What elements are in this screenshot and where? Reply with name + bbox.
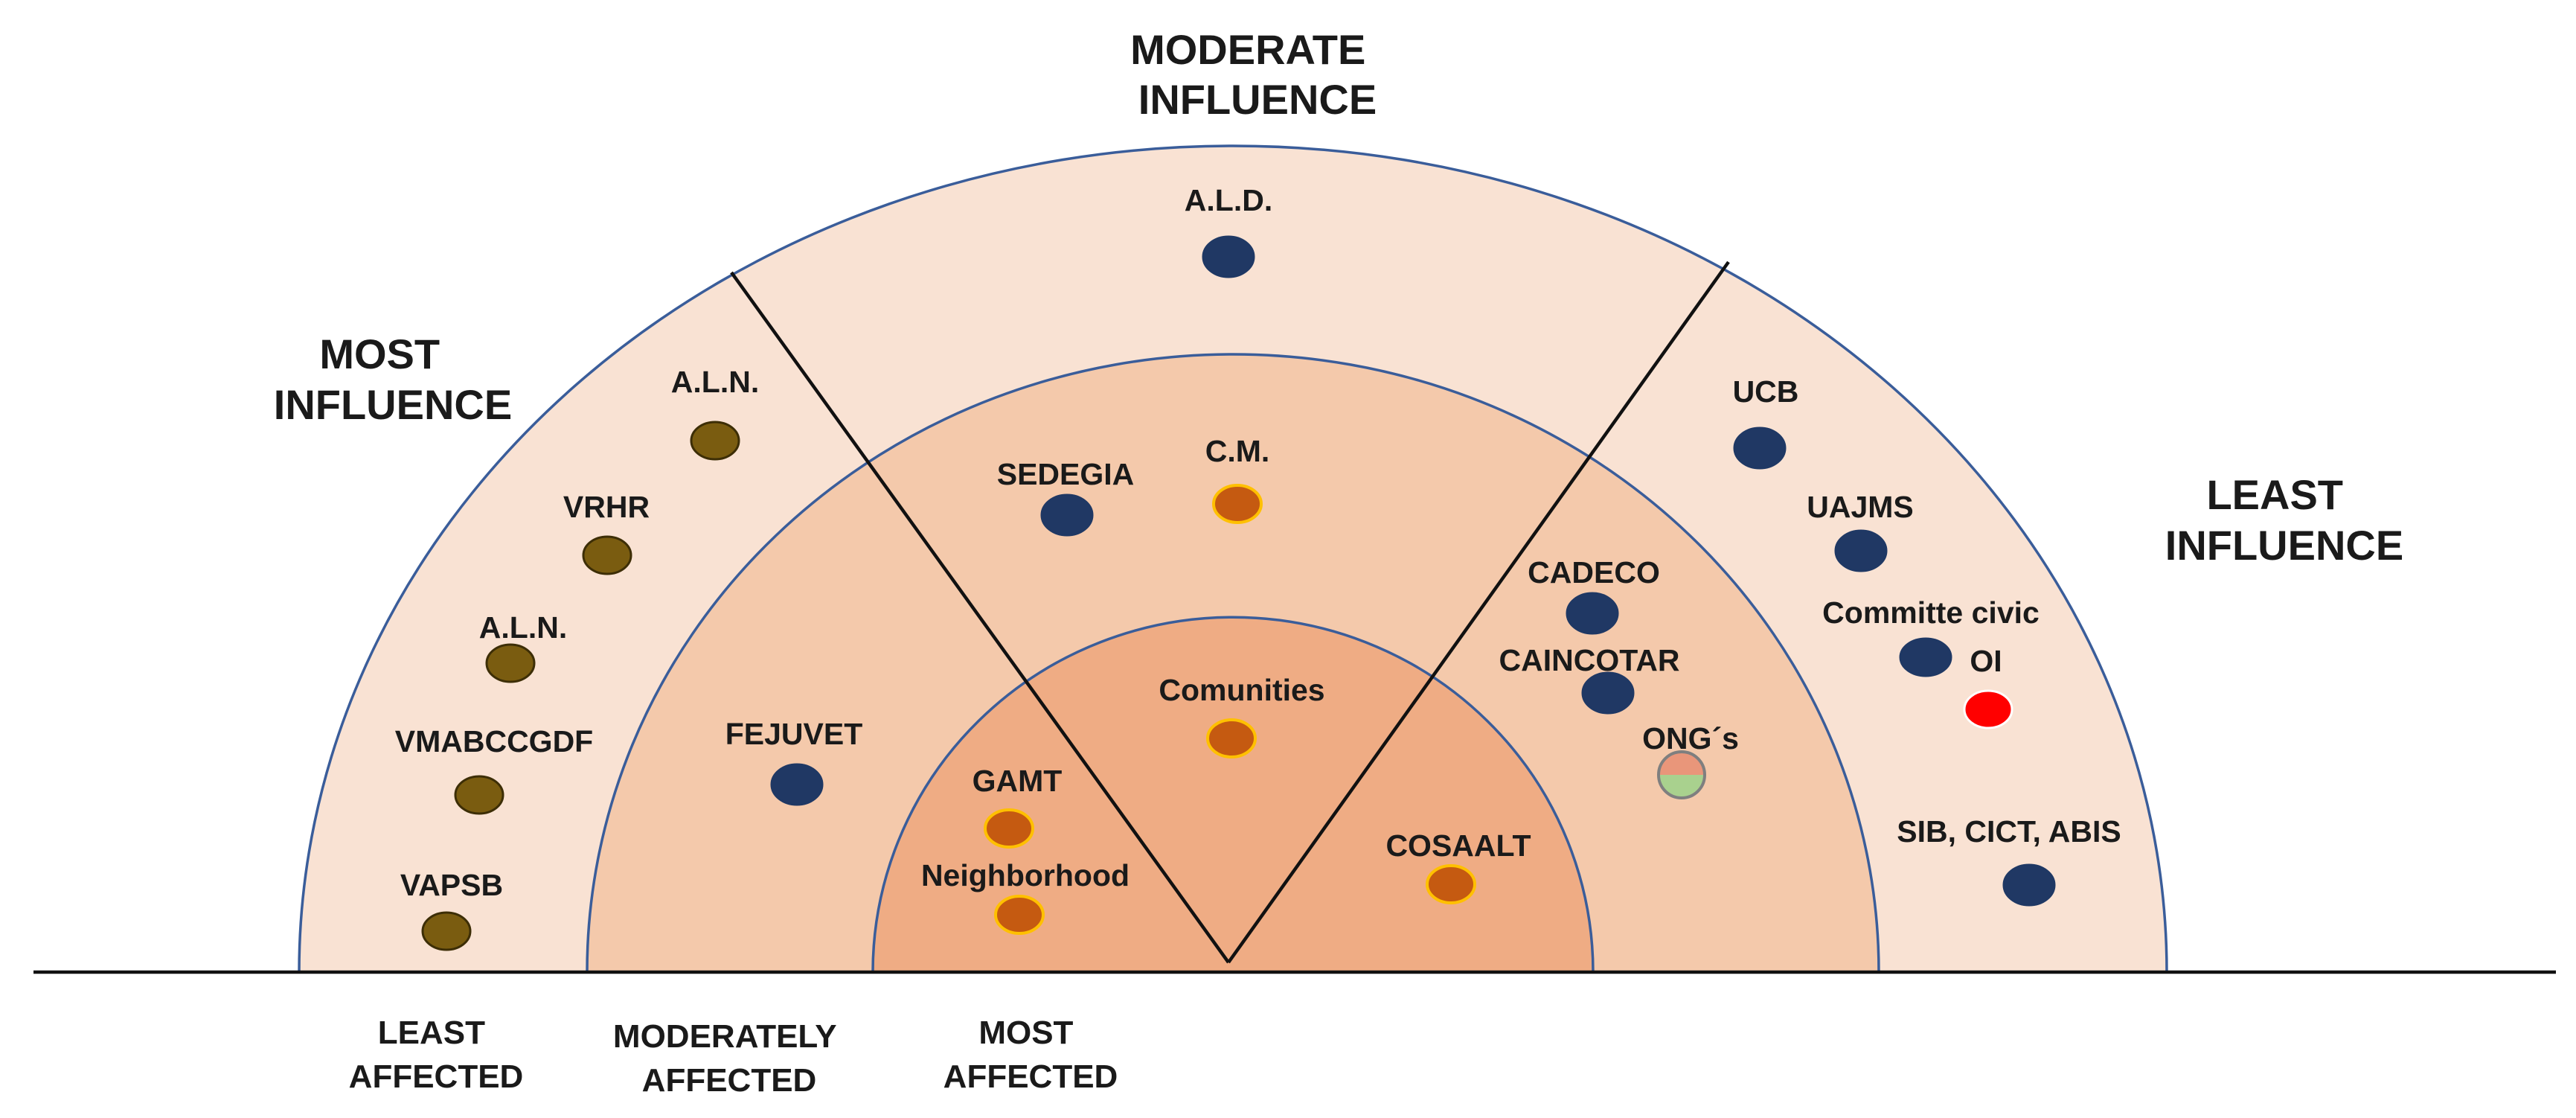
stakeholder-marker-aln-mid — [485, 643, 536, 683]
stakeholder-label-cosaalt: COSAALT — [1385, 828, 1531, 863]
stakeholder-label-gamt: GAMT — [973, 764, 1063, 798]
stakeholder-label-cadeco: CADECO — [1528, 555, 1660, 590]
stakeholder-label-aln-mid: A.L.N. — [479, 610, 567, 645]
stakeholder-label-committe-civic: Committe civic — [1822, 595, 2040, 630]
stakeholder-marker-oi — [1963, 689, 2013, 729]
stakeholder-marker-ald — [1202, 235, 1255, 278]
stakeholder-marker-uajms — [1834, 529, 1888, 572]
stakeholder-marker-vrhr — [582, 535, 632, 575]
stakeholder-label-oi: OI — [1970, 644, 2002, 678]
stakeholder-label-vrhr: VRHR — [563, 490, 650, 524]
axis-label-most-affected: MOST AFFECTED — [943, 1015, 1118, 1095]
stakeholder-label-sedegia: SEDEGIA — [997, 457, 1135, 491]
stakeholder-marker-neighborhood — [994, 895, 1045, 935]
stakeholder-label-ucb: UCB — [1733, 374, 1799, 409]
stakeholder-marker-gamt — [984, 808, 1034, 849]
stakeholder-label-ongs: ONG´s — [1642, 721, 1739, 756]
stakeholder-label-vapsb: VAPSB — [400, 868, 503, 902]
axis-label-least-affected: LEAST AFFECTED — [349, 1015, 524, 1095]
stakeholder-marker-committe-civic — [1899, 637, 1952, 677]
stakeholder-marker-comunities — [1206, 718, 1257, 758]
stakeholder-label-ald: A.L.D. — [1185, 183, 1272, 217]
stakeholder-label-neighborhood: Neighborhood — [921, 858, 1130, 892]
stakeholder-marker-aln-top — [690, 421, 740, 461]
stakeholder-label-comunities: Comunities — [1159, 673, 1324, 707]
stakeholder-label-aln-top: A.L.N. — [671, 365, 759, 399]
zone-label-most-influence: MOST INFLUENCE — [274, 330, 512, 428]
stakeholder-label-fejuvet: FEJUVET — [725, 717, 863, 751]
zone-label-least-influence: LEAST INFLUENCE — [2165, 471, 2403, 569]
stakeholder-label-cm: C.M. — [1205, 434, 1270, 468]
stakeholder-label-sib-cict-abis: SIB, CICT, ABIS — [1897, 814, 2121, 849]
stakeholder-label-vmabccgdf: VMABCCGDF — [395, 724, 593, 758]
stakeholder-label-uajms: UAJMS — [1807, 490, 1914, 524]
divider-left — [730, 271, 1230, 964]
stakeholder-marker-ucb — [1733, 427, 1787, 470]
stakeholder-marker-vmabccgdf — [454, 775, 504, 815]
stakeholder-marker-cosaalt — [1426, 864, 1476, 904]
axis-label-moderately-affected: MODERATELY AFFECTED — [613, 1018, 845, 1099]
stakeholder-marker-fejuvet — [770, 763, 824, 806]
stakeholder-marker-caincotar — [1581, 671, 1635, 715]
stakeholder-marker-cm — [1212, 484, 1263, 524]
stakeholder-marker-sedegia — [1040, 493, 1094, 537]
stakeholder-marker-cadeco — [1566, 592, 1619, 635]
stakeholder-label-caincotar: CAINCOTAR — [1499, 643, 1680, 677]
divider-right — [1227, 261, 1730, 964]
stakeholder-markers — [421, 235, 2056, 951]
stakeholder-marker-sib-cict-abis — [2002, 863, 2056, 907]
zone-label-moderate-influence: MODERATE INFLUENCE — [1130, 26, 1377, 123]
stakeholder-marker-vapsb — [421, 911, 472, 951]
